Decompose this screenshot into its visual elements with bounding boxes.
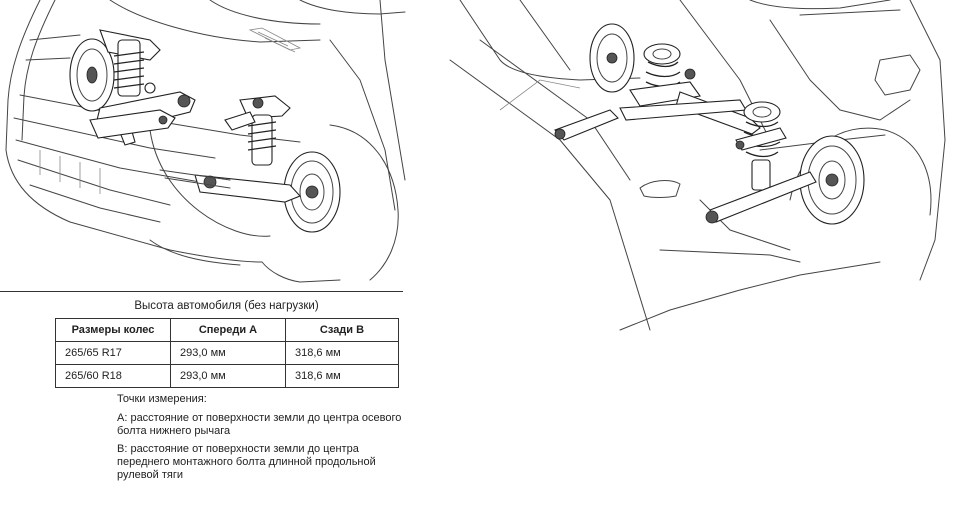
front-body-outline: [5, 0, 406, 283]
column-header-rear-b: Сзади B: [285, 318, 399, 342]
column-header-wheel-size: Размеры колес: [55, 318, 171, 342]
rear-body-outline: [449, 0, 946, 331]
front-lower-arm: [89, 109, 176, 139]
cell-wheel-size: 265/60 R18: [55, 364, 171, 388]
note-point-b: B: расстояние от поверхности земли до це…: [117, 443, 376, 481]
section-divider: [0, 291, 403, 292]
rear-right-hub-assembly: [705, 101, 865, 225]
cell-rear-b: 318,6 мм: [285, 341, 399, 365]
note-point-a: A: расстояние от поверхности земли до це…: [117, 412, 402, 437]
table-row: 265/65 R17 293,0 мм 318,6 мм: [55, 341, 399, 365]
table-caption: Высота автомобиля (без нагрузки): [134, 300, 319, 312]
cell-wheel-size: 265/65 R17: [55, 341, 171, 365]
measurement-notes: Точки измерения: A: расстояние от поверх…: [117, 393, 407, 487]
cell-front-a: 293,0 мм: [170, 364, 286, 388]
rear-left-hub-assembly: [554, 23, 701, 141]
cell-rear-b: 318,6 мм: [285, 364, 399, 388]
table-header-row: Размеры колес Спереди A Сзади B: [55, 318, 399, 342]
table-row: 265/60 R18 293,0 мм 318,6 мм: [55, 364, 399, 388]
notes-title: Точки измерения:: [117, 393, 207, 405]
front-right-hub-assembly: [159, 95, 341, 233]
ride-height-table: Размеры колес Спереди A Сзади B 265/65 R…: [55, 318, 399, 388]
column-header-front-a: Спереди A: [170, 318, 286, 342]
cell-front-a: 293,0 мм: [170, 341, 286, 365]
front-suspension-illustration: [5, 0, 406, 283]
rear-suspension-illustration: [449, 0, 946, 331]
